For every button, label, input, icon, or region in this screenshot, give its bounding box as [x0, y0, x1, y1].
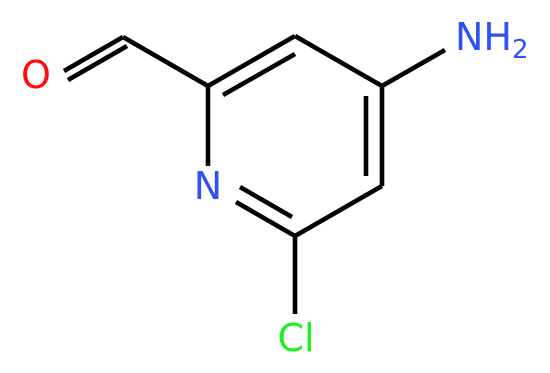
bond-c2-c3-inner: [221, 52, 297, 97]
amino-group-label: NH2: [455, 15, 529, 65]
amino-group-subscript: 2: [512, 35, 529, 65]
atom-labels: O N Cl NH2: [21, 15, 529, 360]
oxygen-atom-label: O: [21, 53, 51, 97]
nitrogen-atom-label: N: [194, 164, 222, 208]
amino-group-symbol: NH: [455, 15, 512, 59]
bond-c5-c6: [293, 184, 384, 238]
bond-c4-nh2: [380, 48, 447, 88]
bond-c6-n-inner: [238, 185, 294, 219]
bond-c6-n: [234, 200, 297, 238]
bond-cho-c2: [121, 35, 210, 88]
bond-aldehyde-co-2: [66, 44, 129, 82]
bond-c2-c3: [206, 34, 297, 88]
bond-aldehyde-co-1: [62, 35, 125, 73]
bonds: [62, 34, 447, 314]
chlorine-atom-label: Cl: [277, 316, 314, 360]
bond-c3-c4: [293, 34, 384, 88]
